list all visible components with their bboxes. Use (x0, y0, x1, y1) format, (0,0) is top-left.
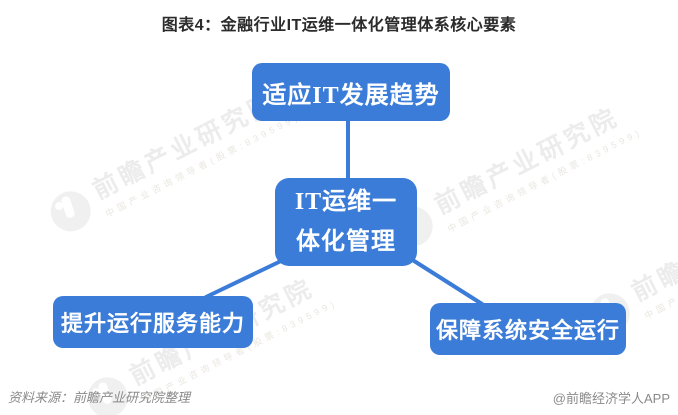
node-improve-service-capability: 提升运行服务能力 (53, 296, 253, 348)
chart-title: 图表4：金融行业IT运维一体化管理体系核心要素 (161, 17, 517, 34)
source-note: 资料来源：前瞻产业研究院整理 (8, 390, 191, 405)
credit-note: @前瞻经济学人APP (552, 391, 670, 406)
connector-center-bottom-left (204, 259, 283, 299)
node-it-ops-integrated-management: IT运维一体化管理 (275, 178, 417, 266)
connector-center-bottom-right (409, 257, 484, 306)
node-ensure-system-security: 保障系统安全运行 (430, 303, 626, 355)
node-adapt-it-trend: 适应IT发展趋势 (252, 63, 450, 121)
